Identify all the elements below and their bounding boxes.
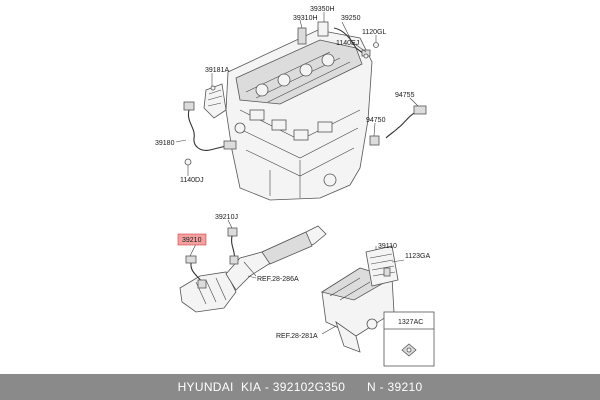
leader-lines	[175, 12, 419, 335]
oxygen-sensor-39180	[183, 101, 237, 172]
ecu-module	[365, 245, 399, 287]
footer-sep-1: -	[261, 380, 273, 394]
engine-block	[225, 29, 373, 201]
label-ref-28-286A: REF.28-286A	[257, 276, 299, 283]
part-labels: 39350H 39310H 39250 1140EJ 1120GL 39181A…	[155, 6, 430, 340]
oxygen-sensor-39210	[185, 255, 207, 289]
label-94755: 94755	[395, 92, 415, 99]
knock-sensor	[369, 105, 427, 146]
footer-brand: HYUNDAI KIA	[177, 380, 262, 394]
label-94750: 94750	[366, 117, 386, 124]
oxygen-sensor-39210J	[227, 227, 239, 265]
catalytic-converter	[179, 225, 327, 313]
label-39350H: 39350H	[310, 6, 335, 13]
footer-sep-2: -	[375, 380, 388, 394]
footer-n-label: N	[367, 380, 376, 394]
label-39110: 39110	[378, 243, 397, 250]
inset-box-1327AC	[383, 311, 435, 367]
label-1123GA: 1123GA	[405, 253, 430, 260]
label-39310H: 39310H	[293, 15, 318, 22]
highlight-box-39210	[177, 233, 207, 246]
footer-part-number: 392102G350	[272, 380, 346, 394]
label-1327AC: 1327AC	[398, 319, 423, 326]
part-info-footer: HYUNDAI KIA - 392102G350 N - 39210	[0, 374, 600, 400]
label-1140EJ: 1140EJ	[336, 40, 359, 47]
label-ref-28-281A: REF.28-281A	[276, 333, 318, 340]
label-39210J: 39210J	[215, 214, 238, 221]
label-39180: 39180	[155, 140, 175, 147]
footer-gap	[345, 380, 367, 394]
label-1140DJ: 1140DJ	[180, 177, 204, 184]
footer-n-value: 39210	[387, 380, 423, 394]
label-39250: 39250	[341, 15, 361, 22]
label-39181A: 39181A	[205, 67, 229, 74]
label-1120GL: 1120GL	[362, 29, 386, 36]
parts-diagram: 39350H 39310H 39250 1140EJ 1120GL 39181A…	[155, 6, 435, 367]
heat-shield	[203, 83, 227, 119]
top-sensors	[297, 21, 379, 59]
label-39210: 39210	[182, 237, 202, 244]
